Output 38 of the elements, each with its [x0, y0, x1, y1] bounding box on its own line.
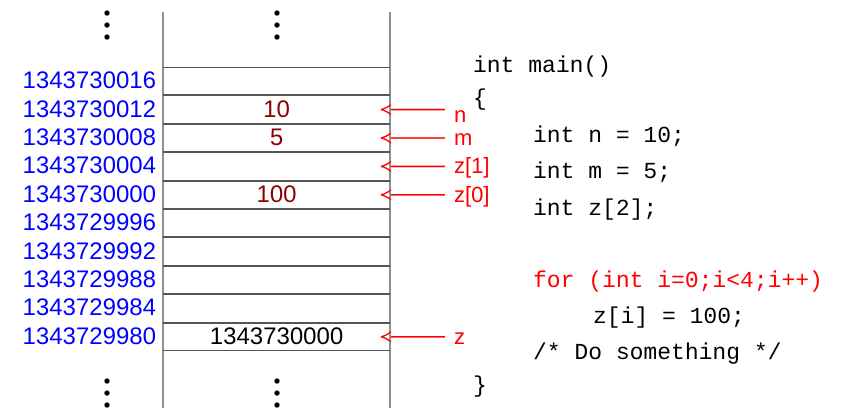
code-line: int main()	[473, 55, 612, 78]
memory-cell	[163, 266, 390, 294]
variable-name: n	[454, 104, 466, 126]
code-line: int z[2];	[533, 198, 658, 221]
memory-address: 1343730012	[22, 98, 156, 122]
memory-cell	[163, 95, 390, 124]
memory-address: 1343730000	[22, 182, 156, 207]
memory-address: 1343729988	[22, 268, 156, 292]
variable-name: z[1]	[454, 155, 490, 178]
cell-value: 10	[263, 98, 290, 122]
memory-address: 1343729980	[22, 324, 156, 349]
cell-value: 1343730000	[210, 324, 344, 349]
memory-address: 1343730004	[22, 154, 156, 178]
memory-cell	[163, 209, 390, 238]
memory-cell	[163, 294, 390, 323]
memory-cell	[163, 152, 390, 181]
memory-address: 1343730016	[22, 69, 156, 94]
memory-cell	[163, 180, 390, 209]
memory-cell	[163, 67, 390, 96]
memory-address: 1343730008	[22, 126, 156, 150]
memory-address: 1343729996	[22, 211, 156, 236]
cell-value: 5	[270, 126, 284, 150]
memory-cell	[163, 124, 390, 152]
variable-name: z	[454, 326, 465, 348]
code-line: for (int i=0;i<4;i++)	[533, 270, 823, 293]
variable-name: z[0]	[454, 184, 490, 206]
code-line: int n = 10;	[533, 125, 685, 148]
memory-cell	[163, 322, 390, 351]
code-line: z[i] = 100;	[593, 306, 745, 329]
memory-cell	[163, 237, 390, 266]
code-line: /* Do something */	[533, 342, 782, 365]
variable-name: m	[454, 127, 472, 149]
code-line: {	[473, 88, 487, 111]
code-line: int m = 5;	[533, 161, 672, 184]
code-line: }	[473, 375, 487, 398]
memory-address: 1343729984	[22, 296, 156, 320]
cell-value: 100	[256, 182, 297, 207]
memory-address: 1343729992	[22, 240, 156, 264]
